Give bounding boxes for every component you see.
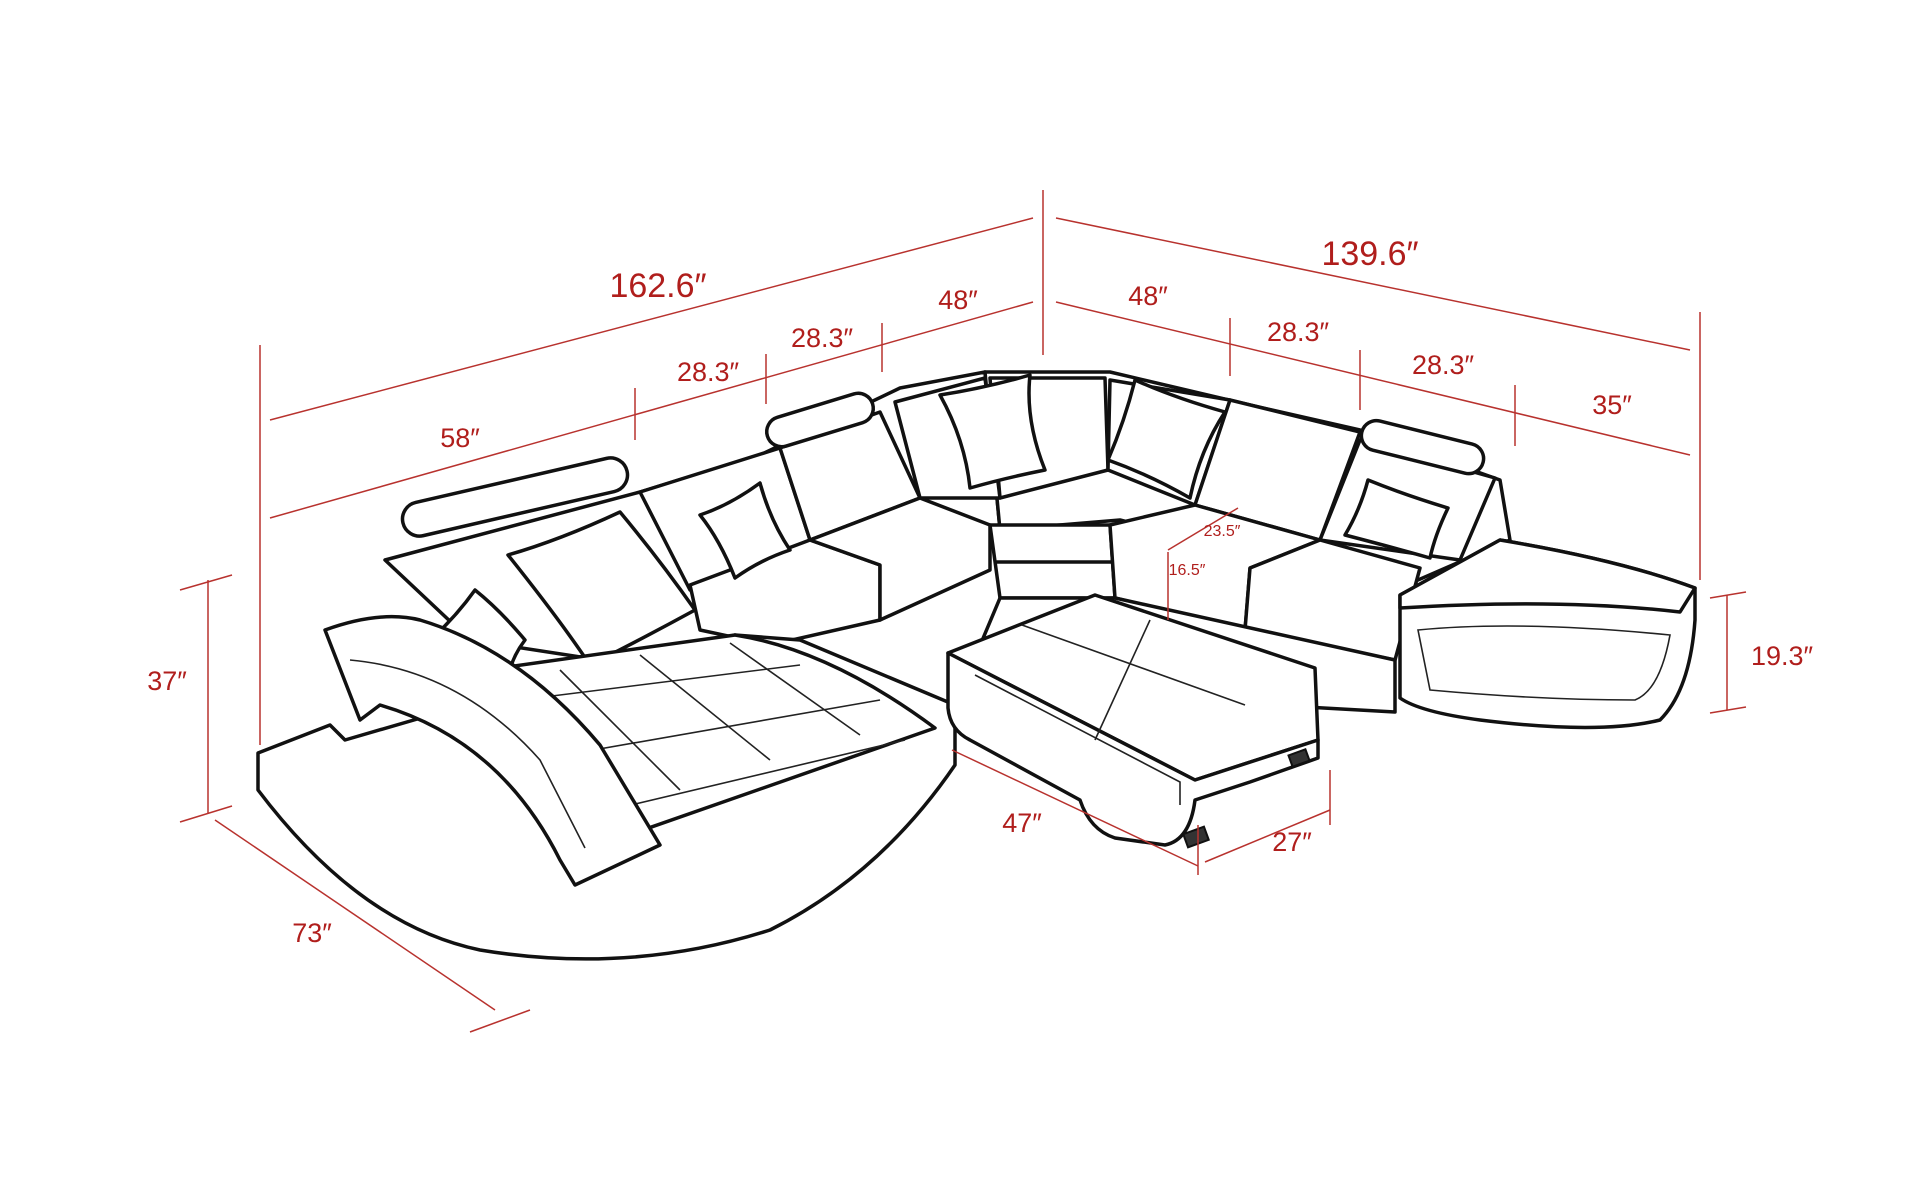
end-table-shelf [1417,625,1671,701]
chaise-tufting [519,642,906,811]
coffee-table-body [946,651,1320,847]
headrest-left [764,391,876,449]
pillow-1 [506,510,697,667]
label-ottoman-width: 27″ [1272,827,1312,857]
sectional-sofa-drawing [256,370,1697,961]
label-chaise-depth: 73″ [292,918,332,948]
label-left-seat-2: 28.3″ [791,323,854,353]
label-total-right-length: 139.6″ [1321,235,1418,273]
label-right-seat-1: 28.3″ [1267,317,1330,347]
chaise-arm [323,614,662,887]
dimension-lines [179,190,1747,1033]
dimension-labels: 162.6″ 139.6″ 58″ 28.3″ 28.3″ 48″ 48″ 28… [147,235,1813,948]
pillow-3 [698,481,792,580]
label-end-table: 35″ [1592,390,1632,420]
pillow-6 [1343,478,1450,560]
label-overall-height: 37″ [147,666,187,696]
pillow-4 [938,373,1047,490]
label-right-seat-2: 28.3″ [1412,350,1475,380]
end-table-top [1398,538,1697,614]
seat-cushion-2 [808,496,992,622]
label-chaise-length: 58″ [440,423,480,453]
label-seat-depth: 23.5″ [1204,523,1241,540]
headrest-right [1359,418,1486,476]
label-right-corner: 48″ [1128,281,1168,311]
label-left-seat-1: 28.3″ [677,357,740,387]
pillow-5 [1106,378,1227,500]
label-total-left-length: 162.6″ [609,267,706,305]
headrest-chaise [400,456,630,538]
label-end-table-height: 19.3″ [1751,641,1814,671]
label-seat-height: 16.5″ [1169,562,1206,579]
label-ottoman-length: 47″ [1002,808,1042,838]
label-left-corner: 48″ [938,285,978,315]
